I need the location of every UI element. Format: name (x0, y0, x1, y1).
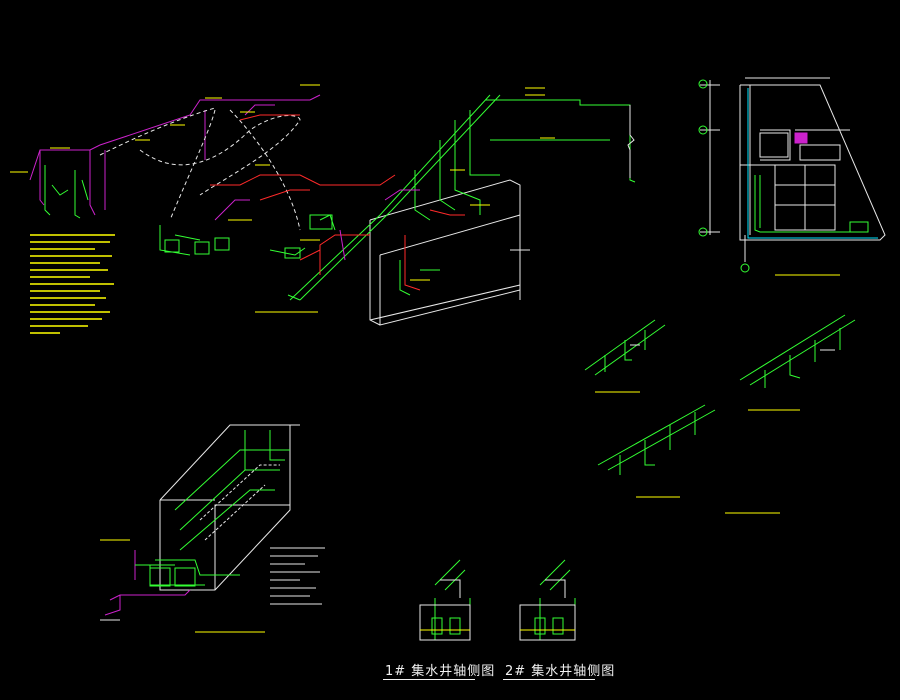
sump-1-caption-underline (383, 679, 475, 680)
sump-2-isometric (519, 559, 576, 641)
isometric-drainage-system-topleft (10, 84, 360, 313)
branch-isometric-details-right (584, 314, 856, 514)
sump-1-isometric (419, 559, 471, 641)
floor-plan-topright (698, 77, 886, 276)
sump-1-caption: 1# 集水井轴侧图 (385, 664, 496, 679)
sump-2-caption-underline (503, 679, 595, 680)
isometric-pump-room-bottomleft (100, 424, 325, 633)
sump-2-caption: 2# 集水井轴侧图 (505, 664, 616, 679)
design-notes-block (30, 234, 115, 334)
isometric-pipe-gallery-center (287, 87, 636, 326)
